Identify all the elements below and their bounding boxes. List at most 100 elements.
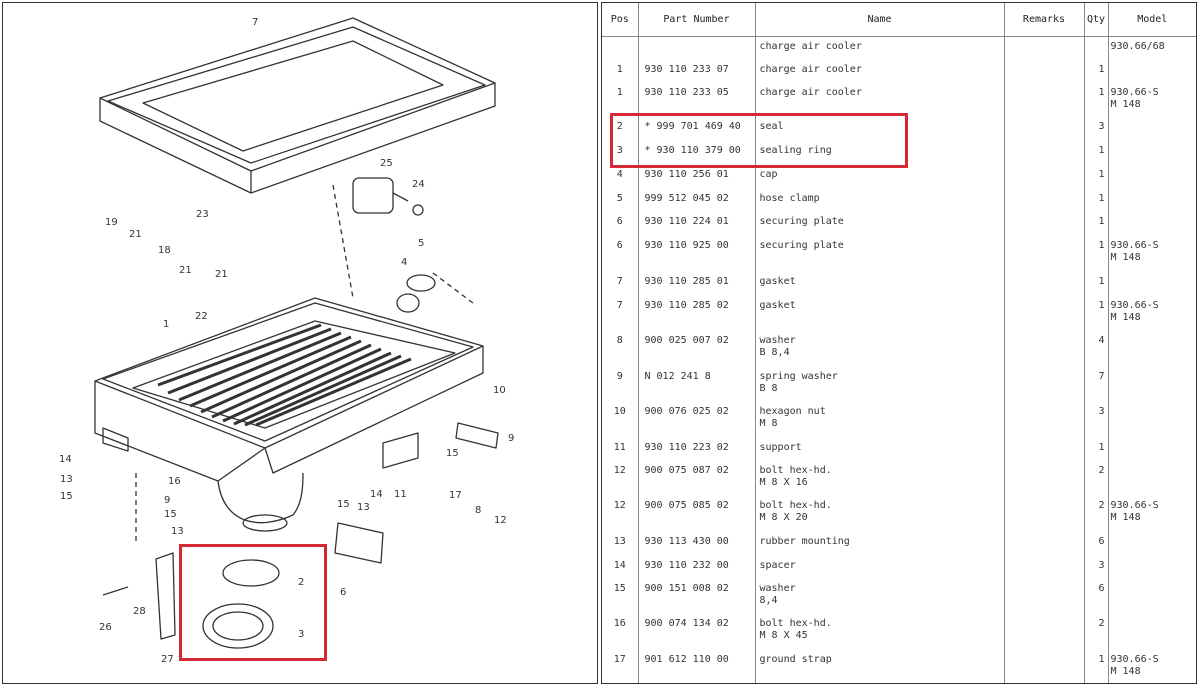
support-drawing [382,432,419,469]
cell-pos: 13 [602,532,639,556]
cell-model [1108,272,1196,296]
cell-name: support [755,438,1005,461]
table-header-row: Pos Part Number Name Remarks Qty Model [602,3,1196,37]
cell-remarks [1004,117,1085,141]
cell-qty: 3 [1084,556,1109,579]
cell-pos: 12 [602,461,639,496]
cell-model [1108,189,1196,212]
bolt-drawing [102,586,129,596]
cell-pos: 10 [602,402,639,438]
cell-remarks [1004,165,1085,189]
cell-pos: 12 [602,496,639,532]
cell-pos: 7 [602,272,639,296]
cell-model [1108,212,1196,236]
cell-remarks [1004,212,1085,236]
header-remarks: Remarks [1004,3,1085,37]
cell-part-number: * 999 701 469 40 [638,117,756,141]
cell-name: gasket [755,296,1005,331]
header-name: Name [755,3,1005,37]
cell-part-number: 900 075 087 02 [638,461,756,496]
cell-part-number: 930 110 224 01 [638,212,756,236]
cell-model [1108,438,1196,461]
cell-qty: 3 [1084,402,1109,438]
cell-part-number: 930 110 233 07 [638,60,756,83]
cell-qty: 1 [1084,236,1109,272]
cell-name: bolt hex-hd. M 8 X 20 [755,496,1005,532]
cell-part-number: 930 110 285 02 [638,296,756,331]
cell-name: charge air cooler [755,83,1005,117]
cell-name: spring washer B 8 [755,367,1005,402]
cell-pos: 9 [602,367,639,402]
exploded-parts-diagram: 7 25 24 23 19 21 18 21 21 22 5 4 1 10 9 … [2,2,598,684]
cell-name: washer 8,4 [755,579,1005,614]
sealing-ring-drawing [202,603,274,649]
diagram-drawing [94,17,499,649]
hose-clamp-drawing [396,274,436,313]
cell-remarks [1004,189,1085,212]
cap-assembly-drawing [352,177,424,216]
cell-name: hexagon nut M 8 [755,402,1005,438]
cell-qty [1084,36,1109,60]
cell-model [1108,141,1196,165]
cell-part-number: 930 113 430 00 [638,532,756,556]
cell-pos: 6 [602,236,639,272]
cell-part-number: 930 110 256 01 [638,165,756,189]
cell-remarks [1004,367,1085,402]
cell-name: gasket [755,272,1005,296]
cell-remarks [1004,614,1085,650]
cell-part-number: 900 025 007 02 [638,331,756,367]
cell-qty: 1 [1084,296,1109,331]
cell-model: 930.66/68 [1110,40,1165,52]
gasket-frame-drawing [99,17,496,194]
bracket-drawing [455,422,499,449]
cell-part-number: 900 151 008 02 [638,579,756,614]
cooler-body-drawing [94,297,484,532]
cell-pos: 11 [602,438,639,461]
cell-model [1108,579,1196,614]
cell-name: seal [755,117,1005,141]
cell-qty: 1 [1084,60,1109,83]
cell-model [1108,367,1196,402]
cell-name: washer B 8,4 [755,331,1005,367]
cell-remarks [1004,83,1085,117]
cell-model [1108,165,1196,189]
cell-remarks [1004,650,1085,683]
cell-model: 930.66-S M 148 [1110,240,1159,263]
cell-name: ground strap [755,650,1005,683]
cell-name: spacer [755,556,1005,579]
cell-model [1108,532,1196,556]
cell-part-number: N 012 241 8 [638,367,756,402]
cell-part-number: 901 612 110 00 [638,650,756,683]
cell-qty: 2 [1084,461,1109,496]
cell-qty: 1 [1084,141,1109,165]
cell-pos: 1 [602,60,639,83]
cell-qty: 6 [1084,532,1109,556]
header-qty: Qty [1084,3,1109,37]
cell-remarks [1004,60,1085,83]
cell-part-number: * 930 110 379 00 [638,141,756,165]
cell-model: 930.66-S M 148 [1110,87,1159,110]
cell-remarks [1004,532,1085,556]
cell-remarks [1004,556,1085,579]
cell-model [1108,614,1196,650]
cell-remarks [1004,402,1085,438]
cell-name: bolt hex-hd. M 8 X 45 [755,614,1005,650]
cell-qty: 1 [1084,650,1109,683]
cell-model [1108,556,1196,579]
cell-name: charge air cooler [755,36,1005,60]
cell-qty: 4 [1084,331,1109,367]
